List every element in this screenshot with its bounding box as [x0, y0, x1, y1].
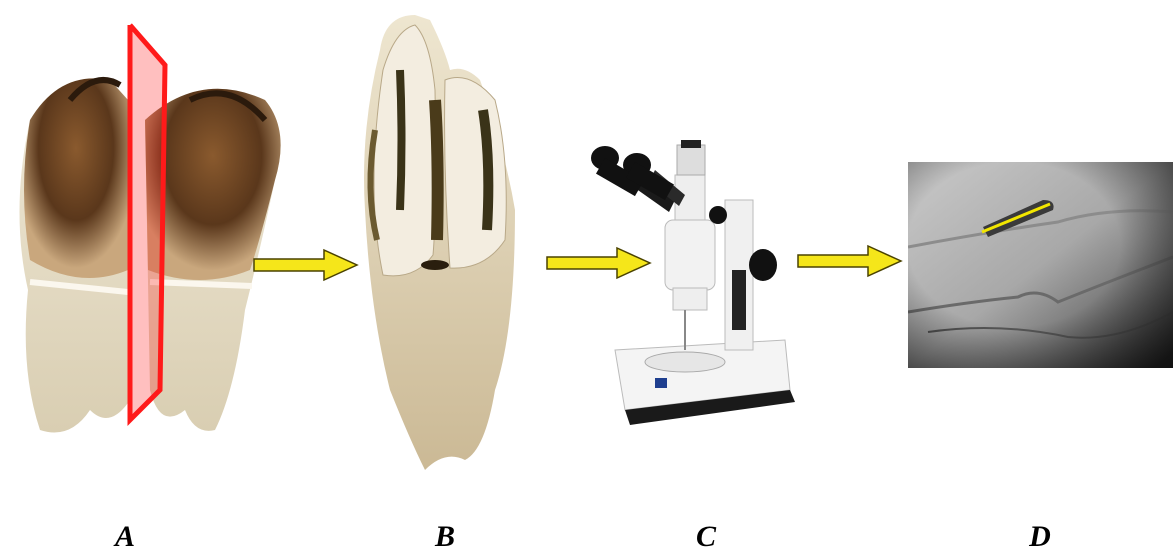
micrograph-image	[908, 162, 1173, 368]
label-b: B	[425, 522, 465, 552]
logo-icon	[655, 378, 667, 388]
tooth-icon	[0, 10, 300, 460]
arrow-3-icon	[796, 243, 906, 279]
sectioned-tooth-icon	[355, 10, 525, 475]
label-d: D	[1020, 522, 1060, 552]
panel-c-microscope	[585, 140, 805, 430]
stereo-microscope-icon	[585, 140, 805, 430]
label-a: A	[105, 522, 145, 552]
panel-d-micrograph	[908, 162, 1173, 368]
panel-a-whole-tooth	[0, 10, 300, 460]
arrow-1-icon	[252, 247, 362, 283]
panel-b-sectioned-tooth	[355, 10, 525, 475]
label-c: C	[686, 522, 726, 552]
